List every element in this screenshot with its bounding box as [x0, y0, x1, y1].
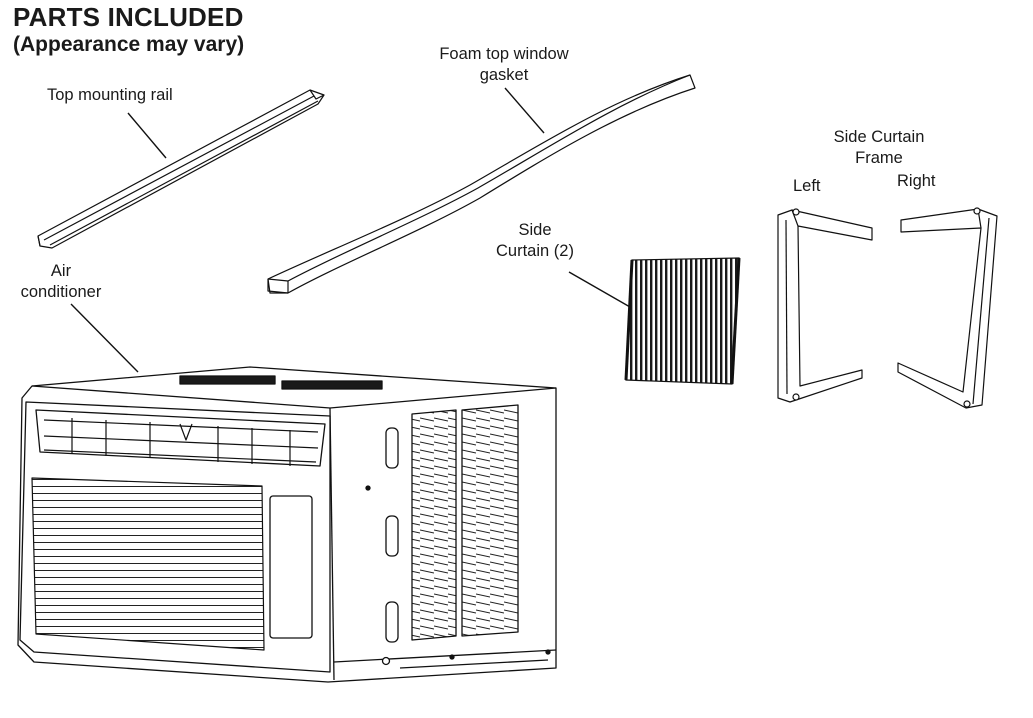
side-louver-right	[462, 405, 518, 636]
leader-foam-gasket	[505, 88, 544, 133]
leader-lines	[71, 88, 637, 372]
label-side-curtain-frame: Side Curtain Frame	[819, 127, 939, 169]
label-side-curtain-frame-line2: Frame	[855, 149, 903, 167]
leader-side-curtain	[569, 272, 637, 311]
side-louver-left	[412, 410, 456, 640]
top-mounting-rail	[38, 90, 324, 248]
control-panel-window	[270, 496, 312, 638]
foam-gasket	[268, 75, 695, 293]
top-vent-left	[180, 376, 275, 384]
label-top-mounting-rail: Top mounting rail	[47, 86, 173, 104]
label-air-conditioner-line1: Air	[50, 262, 72, 280]
label-foam-gasket-line2: gasket	[479, 66, 529, 84]
label-side-curtain-line2: Curtain (2)	[496, 242, 574, 260]
label-air-conditioner: Air conditioner	[12, 261, 110, 303]
page-title: PARTS INCLUDED	[13, 2, 244, 32]
side-handle-top	[386, 428, 398, 468]
label-frame-left: Left	[793, 177, 821, 195]
side-curtain-frame-right	[898, 208, 997, 408]
label-side-curtain-line1: Side	[518, 221, 552, 239]
label-side-curtain-frame-line1: Side Curtain	[833, 128, 925, 146]
front-grille	[32, 478, 264, 650]
top-vent-right	[282, 381, 382, 389]
leader-air-conditioner	[71, 304, 138, 372]
side-curtain	[626, 258, 739, 384]
leader-top-mounting-rail	[128, 113, 166, 158]
label-side-curtain: Side Curtain (2)	[485, 220, 585, 262]
label-foam-gasket: Foam top window gasket	[428, 44, 580, 86]
air-conditioner	[18, 367, 556, 682]
air-louvers	[44, 418, 318, 466]
side-handle-middle	[386, 516, 398, 556]
label-foam-gasket-line1: Foam top window	[439, 45, 569, 63]
page-subtitle: (Appearance may vary)	[13, 33, 245, 56]
side-curtain-frame-left	[778, 209, 872, 402]
side-handle-bottom	[386, 602, 398, 642]
label-frame-right: Right	[897, 172, 936, 190]
label-air-conditioner-line2: conditioner	[20, 283, 102, 301]
